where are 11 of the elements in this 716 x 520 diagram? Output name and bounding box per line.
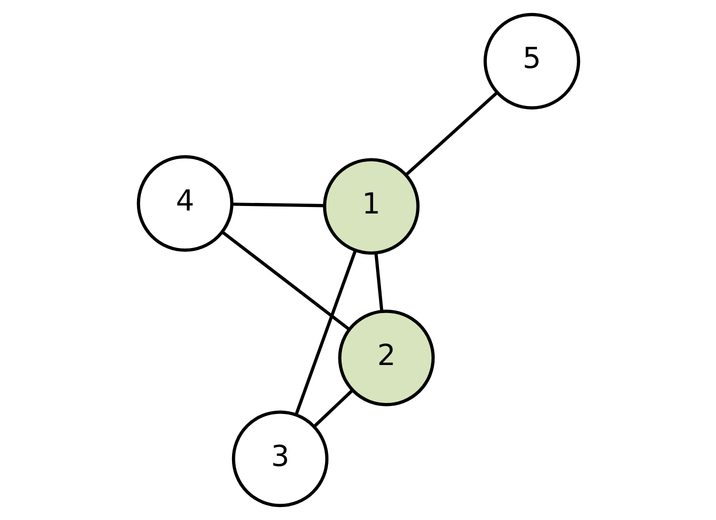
connector: [312, 389, 353, 428]
node-circle: 2: [338, 310, 434, 406]
node-circle: 3: [231, 410, 328, 508]
node-circle: 5: [483, 12, 580, 110]
connector: [374, 252, 383, 312]
node-circle: 1: [322, 158, 420, 255]
connector: [220, 230, 350, 330]
connector: [294, 250, 356, 416]
node-circle: 4: [136, 155, 233, 252]
connector: [404, 91, 498, 176]
connector: [232, 202, 324, 208]
